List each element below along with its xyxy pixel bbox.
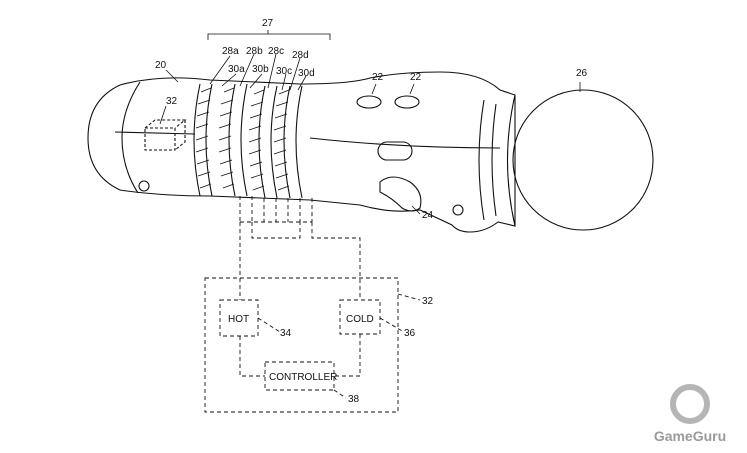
- top-button-2: [394, 95, 420, 109]
- sensor-32-cube: [144, 119, 187, 151]
- ref-30a: 30a: [228, 64, 245, 75]
- ref-28b: 28b: [246, 46, 263, 57]
- band-assembly: [193, 83, 303, 199]
- ref-34: 34: [280, 328, 292, 339]
- leader-lines: [159, 30, 581, 215]
- ref-32-system: 32: [422, 296, 434, 307]
- cold-label: COLD: [346, 314, 374, 325]
- gameguru-logo-icon: [670, 384, 710, 424]
- ref-28d: 28d: [292, 50, 309, 61]
- front-collar: [478, 99, 497, 221]
- wand-rear-cap-seam: [121, 81, 141, 194]
- ref-30b: 30b: [252, 64, 269, 75]
- sphere-neck: [506, 94, 516, 227]
- watermark: GameGuru: [638, 382, 742, 444]
- ref-27: 27: [262, 18, 274, 29]
- ref-28c: 28c: [268, 46, 284, 57]
- rear-port: [138, 180, 150, 192]
- ref-30c: 30c: [276, 66, 292, 77]
- ref-32-sensor: 32: [166, 96, 178, 107]
- controller-label: CONTROLLER: [269, 372, 337, 383]
- sphere-tip: [512, 89, 654, 231]
- front-port: [452, 204, 464, 216]
- ref-24: 24: [422, 210, 434, 221]
- ref-36: 36: [404, 328, 416, 339]
- ref-30d: 30d: [298, 68, 315, 79]
- band-ridges: [195, 87, 290, 191]
- wand-body-outline: [119, 71, 516, 233]
- ref-22a: 22: [372, 72, 384, 83]
- ref-26: 26: [576, 68, 588, 79]
- ref-38: 38: [348, 394, 360, 405]
- ref-22b: 22: [410, 72, 422, 83]
- ref-28a: 28a: [222, 46, 239, 57]
- center-button: [377, 141, 413, 161]
- watermark-text: GameGuru: [653, 428, 727, 444]
- hot-label: HOT: [228, 314, 249, 325]
- ref-20: 20: [155, 60, 167, 71]
- wiring: [204, 196, 421, 413]
- top-button-1: [356, 95, 382, 109]
- wand-rear-cap: [87, 84, 121, 191]
- trigger: [379, 176, 422, 212]
- body-seam-line: [114, 131, 501, 149]
